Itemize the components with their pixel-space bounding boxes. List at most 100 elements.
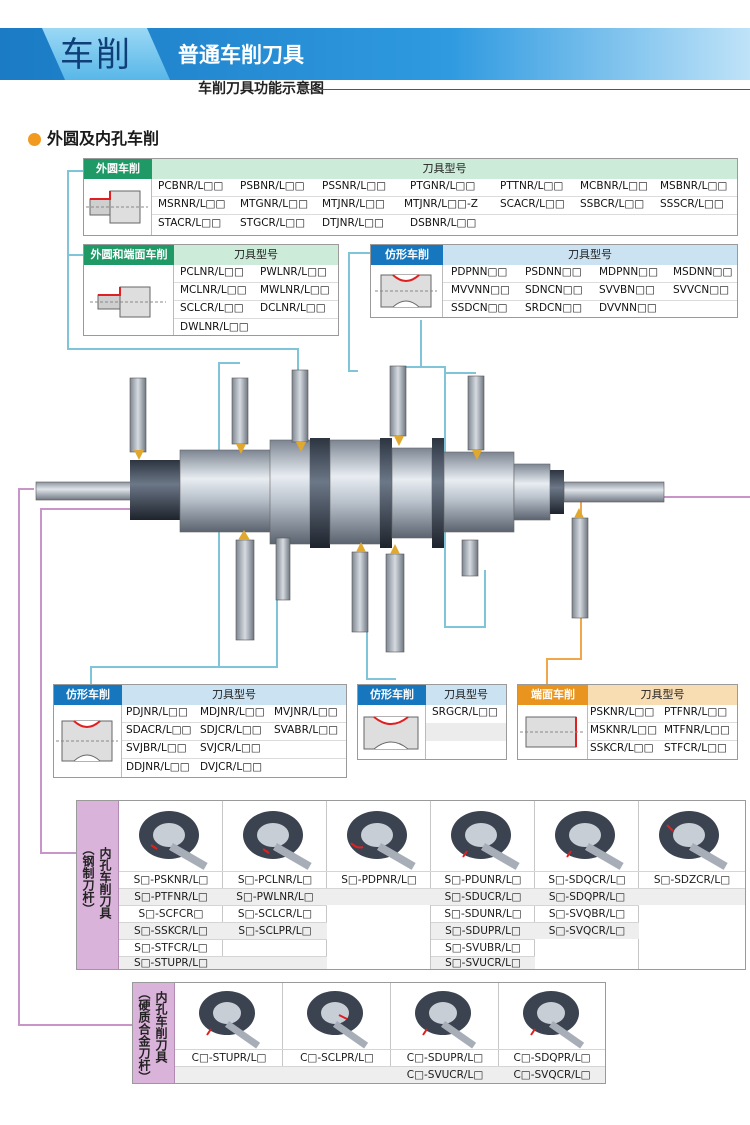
tool-code: C□-SVUCR/L□ [391, 1066, 499, 1083]
boring-carbide-side [133, 983, 175, 1083]
boring-carbide-subtitle: （硬质合金刀杆） [137, 987, 151, 1083]
table-header: 刀具型号 [426, 685, 506, 705]
tool-code: S□-SDQCR/L□ [535, 871, 639, 888]
outer-face-turning-table: 外圆和端面车削 刀具型号 PCLNR/L□□ PWLNR/L□□ MCLNR/L… [83, 244, 339, 336]
tool-code: S□-SSKCR/L□ [119, 922, 223, 939]
boring-tools-steel: 内孔车削刀具 （钢制刀杆） S□-PSKNR/L□ S□-PTFNR/L□ S [76, 800, 746, 970]
tool-code: PTGNR/L□□ [410, 180, 476, 192]
tool-code: DCLNR/L□□ [260, 302, 326, 314]
tool-code: S□-PWLNR/L□ [223, 888, 327, 905]
profile-turning-table-bottom: 仿形车削 刀具型号 PDJNR/L□□ MDJNR/L□□ MVJNR/L□□ … [53, 684, 347, 778]
boring-steel-title: 内孔车削刀具 [98, 847, 112, 919]
tool-code: SCACR/L□□ [500, 198, 565, 210]
tool-code: C□-SDUPR/L□ [391, 1049, 499, 1066]
tool-code: MSKNR/L□□ [590, 724, 657, 736]
boring-tools-carbide: 内孔车削刀具 （硬质合金刀杆） C□-STUPR/L□ C□-SCLPR/L□ … [132, 982, 606, 1084]
empty-cell [175, 1066, 283, 1083]
tool-code: STGCR/L□□ [240, 217, 306, 229]
tool-code: MTGNR/L□□ [240, 198, 308, 210]
boring-carbide-title: 内孔车削刀具 [154, 991, 168, 1063]
tool-code: S□-SVQCR/L□ [535, 922, 639, 939]
tool-code: MTJNR/L□□ [322, 198, 385, 210]
tool-code: SSDCN□□ [451, 302, 508, 314]
empty-cell [223, 956, 327, 969]
table-header: 刀具型号 [443, 245, 737, 265]
page-subtitle: 车削刀具功能示意图 [198, 81, 324, 97]
tool-code: S□-SCFCR□ [119, 905, 223, 922]
tool-code: S□-SDUPR/L□ [431, 922, 535, 939]
tool-code: SRDCN□□ [525, 302, 583, 314]
tool-code: MDPNN□□ [599, 266, 659, 278]
tool-code: S□-PSKNR/L□ [119, 871, 223, 888]
tool-code: MTFNR/L□□ [664, 724, 730, 736]
tool-code: MSBNR/L□□ [660, 180, 728, 192]
table-header: 刀具型号 [152, 159, 737, 179]
tool-code: PCBNR/L□□ [158, 180, 224, 192]
tool-code: MSRNR/L□□ [158, 198, 226, 210]
tool-code: DDJNR/L□□ [126, 761, 190, 773]
tool-code: MDJNR/L□□ [200, 706, 265, 718]
tool-code: S□-SCLPR/L□ [223, 922, 327, 939]
tool-code: MSDNN□□ [673, 266, 733, 278]
tool-code: S□-PTFNR/L□ [119, 888, 223, 905]
outer-turning-table: 外圆车削 刀具型号 PCBNR/L□□ PSBNR/L□□ PSSNR/L□□ … [83, 158, 738, 236]
tool-code: S□-PDUNR/L□ [431, 871, 535, 888]
table-category: 外圆车削 [84, 159, 152, 179]
tool-code: C□-SVQCR/L□ [499, 1066, 605, 1083]
tool-code: SVJBR/L□□ [126, 742, 187, 754]
empty-cell [283, 1066, 391, 1083]
face-turning-table: 端面车削 刀具型号 PSKNR/L□□ PTFNR/L□□ MSKNR/L□□ … [517, 684, 738, 760]
tool-code: SVVBN□□ [599, 284, 655, 296]
outer-face-diagram [84, 265, 174, 335]
boring-tool-image [139, 811, 208, 870]
tool-code: SVJCR/L□□ [200, 742, 261, 754]
boring-tool-image [415, 991, 477, 1049]
tool-code: PWLNR/L□□ [260, 266, 327, 278]
tool-code: PDJNR/L□□ [126, 706, 188, 718]
tool-code: PDPNN□□ [451, 266, 508, 278]
empty-cell [639, 888, 745, 905]
tool-code: S□-STUPR/L□ [119, 956, 223, 969]
section-title: 外圆及内孔车削 [47, 129, 160, 148]
table-header: 刀具型号 [122, 685, 346, 705]
tool-code: MCBNR/L□□ [580, 180, 648, 192]
tool-code: SSSCR/L□□ [660, 198, 724, 210]
boring-steel-side [77, 801, 119, 969]
tool-code: S□-PDPNR/L□ [327, 871, 431, 888]
boring-tool-image [555, 811, 624, 870]
tool-code: S□-SVUCR/L□ [431, 956, 535, 969]
face-diagram [518, 705, 588, 759]
profile-diagram [371, 265, 443, 317]
tool-code: PSBNR/L□□ [240, 180, 305, 192]
tool-code: S□-SDUCR/L□ [431, 888, 535, 905]
tool-code: MTJNR/L□□-Z [404, 198, 478, 210]
tool-code: MCLNR/L□□ [180, 284, 247, 296]
table-category: 外圆和端面车削 [84, 245, 174, 265]
empty-cell [327, 888, 431, 905]
tool-code: S□-SDZCR/L□ [639, 871, 745, 888]
tool-code: PSKNR/L□□ [590, 706, 655, 718]
table-header: 刀具型号 [588, 685, 737, 705]
empty-cell [223, 939, 327, 956]
turning-tools-illustration [35, 365, 665, 653]
tool-code: STACR/L□□ [158, 217, 222, 229]
profile-diagram [54, 705, 122, 777]
tool-code: S□-SDUNR/L□ [431, 905, 535, 922]
tool-code: SSKCR/L□□ [590, 742, 654, 754]
tool-code: MWLNR/L□□ [260, 284, 330, 296]
table-category: 仿形车削 [54, 685, 122, 705]
tool-code: SDJCR/L□□ [200, 724, 262, 736]
boring-tool-image [307, 991, 369, 1049]
tool-code: C□-SCLPR/L□ [283, 1049, 391, 1066]
table-category: 端面车削 [518, 685, 588, 705]
tool-code: SDNCN□□ [525, 284, 583, 296]
tool-code: S□-SVUBR/L□ [431, 939, 535, 956]
tool-code: DVJCR/L□□ [200, 761, 263, 773]
tool-code: DWLNR/L□□ [180, 321, 249, 333]
table-category: 仿形车削 [358, 685, 426, 705]
tool-code: SVABR/L□□ [274, 724, 339, 736]
subtitle-rule [300, 89, 750, 90]
tool-code: S□-SDQPR/L□ [535, 888, 639, 905]
tool-code: PSSNR/L□□ [322, 180, 387, 192]
header-tab-label: 车削 [60, 35, 132, 75]
